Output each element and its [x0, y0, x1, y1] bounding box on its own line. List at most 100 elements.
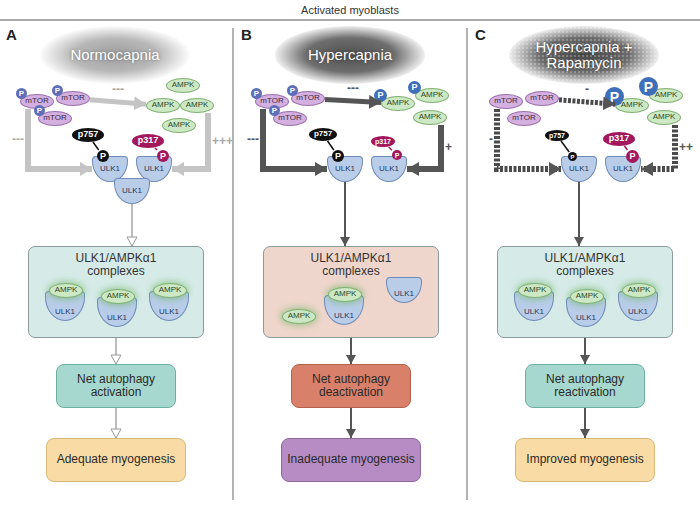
pathway-arrow [115, 408, 117, 438]
node-text: Normocapnia [70, 47, 159, 64]
node-text: Net autophagy deactivation [292, 373, 410, 399]
ampk-protein: AMPK [570, 289, 604, 304]
pathway-arrow [155, 148, 157, 150]
node-text: P [610, 90, 619, 104]
node-text: P [290, 87, 295, 95]
node-text: P [100, 152, 106, 161]
node-text: P [160, 152, 166, 161]
arrow-label: - [585, 82, 589, 96]
node-text: P [335, 152, 341, 161]
phospho-marker: P [605, 87, 624, 106]
node-text: p757 [549, 132, 565, 140]
complex-box: ULK1/AMPKα1 complexesULK1AMPKULK1AMPKULK… [497, 246, 673, 338]
node-text: ULK1/AMPKα1 complexes [66, 252, 166, 278]
complex-box: ULK1/AMPKα1 complexesULK1AMPKULK1AMPK [263, 246, 439, 338]
node-text: ULK1 [613, 165, 633, 174]
phospho-marker: P [287, 85, 298, 96]
ampk-protein: AMPKP [649, 88, 683, 103]
ampk-protein: AMPK [101, 289, 135, 304]
arrow-label: + [445, 140, 452, 154]
node-text: Adequate myogenesis [57, 453, 176, 466]
node-text: P [395, 152, 400, 159]
node-text: P [37, 107, 42, 115]
pathway-arrow [561, 141, 569, 152]
pathway-arrow [624, 146, 627, 150]
node-text: mTOR [61, 94, 84, 103]
pathway-arrow [325, 99, 381, 102]
arrow-label: --- [247, 132, 259, 146]
node-text: P [19, 90, 24, 98]
ampk-protein: AMPK [153, 283, 187, 298]
ampk-protein: AMPK [49, 283, 83, 298]
node-text: ULK1/AMPKα1 complexes [301, 252, 401, 278]
outcome-box: Net autophagy activation [56, 364, 176, 408]
outcome-box: Adequate myogenesis [46, 438, 186, 482]
phosphosite-oval: p317 [371, 136, 395, 147]
panel-divider [233, 28, 234, 500]
node-text: AMPK [55, 286, 78, 295]
phospho-marker: P [332, 150, 344, 162]
node-text: AMPK [628, 286, 651, 295]
ampk-protein: AMPKP [415, 88, 449, 103]
figure-title: Activated myoblasts [0, 4, 700, 16]
node-text: mTOR [530, 94, 553, 103]
node-text: mTOR [43, 114, 66, 123]
ulk1-protein: ULK1AMPK [149, 291, 189, 321]
node-text: Hypercapnia + Rapamycin [524, 39, 644, 72]
ampk-protein: AMPKP [381, 96, 415, 111]
phospho-marker: P [52, 85, 63, 96]
ulk1-protein: ULK1P [605, 156, 641, 182]
node-text: AMPK [655, 91, 678, 100]
phospho-marker: P [639, 77, 658, 96]
node-text: ULK1 [524, 308, 544, 317]
node-text: ULK1 [159, 308, 179, 317]
node-text: p317 [375, 138, 391, 146]
pathway-arrow [93, 142, 99, 150]
node-text: AMPK [334, 290, 357, 299]
ulk1-protein: ULK1AMPK [566, 297, 606, 327]
node-text: ULK1 [334, 312, 354, 321]
ampk-protein: AMPK [282, 309, 316, 324]
arrow-label: ++ [679, 140, 693, 154]
mtor-protein: mTORP [273, 111, 307, 126]
ulk1-protein: ULK1AMPK [618, 291, 658, 321]
phospho-marker: P [157, 150, 169, 162]
phospho-marker: P [374, 89, 387, 102]
phospho-marker: P [392, 150, 402, 160]
outcome-box: Inadequate myogenesis [281, 438, 421, 482]
node-text: P [644, 80, 653, 94]
node-text: AMPK [159, 286, 182, 295]
ulk1-protein: ULK1AMPK [97, 297, 137, 327]
node-text: AMPK [107, 292, 130, 301]
mtor-protein: mTORP [56, 91, 90, 106]
node-text: P [272, 107, 277, 115]
mtor-protein: mTOR [489, 94, 523, 109]
node-text: AMPK [653, 113, 676, 122]
outcome-box: Improved myogenesis [515, 438, 655, 482]
node-text: P [629, 152, 635, 161]
node-text: ULK1 [628, 308, 648, 317]
condition-cloud: Hypercapnia [275, 26, 425, 84]
node-text: AMPK [288, 312, 311, 321]
ampk-protein: AMPKP [615, 98, 649, 113]
ampk-protein: AMPK [166, 78, 200, 93]
pathway-arrow [578, 182, 580, 246]
node-text: AMPK [576, 292, 599, 301]
node-text: mTOR [512, 114, 535, 123]
phosphosite-oval: p317 [132, 134, 164, 148]
arrow-label: --- [347, 81, 359, 95]
arrow-label: --- [12, 132, 24, 146]
phospho-marker: P [408, 81, 421, 94]
phosphosite-oval: p757 [72, 128, 104, 142]
outcome-box: Net autophagy reactivation [525, 364, 645, 408]
node-text: ULK1 [379, 165, 399, 174]
ampk-protein: AMPK [146, 98, 180, 113]
node-text: P [377, 91, 383, 100]
outcome-box: Net autophagy deactivation [291, 364, 411, 408]
node-text: AMPK [387, 99, 410, 108]
phospho-marker: P [269, 105, 280, 116]
ampk-protein: AMPK [647, 110, 681, 125]
ulk1-protein: ULK1AMPK [514, 291, 554, 321]
pathway-arrow [328, 141, 334, 150]
pathway-arrow [407, 125, 441, 169]
